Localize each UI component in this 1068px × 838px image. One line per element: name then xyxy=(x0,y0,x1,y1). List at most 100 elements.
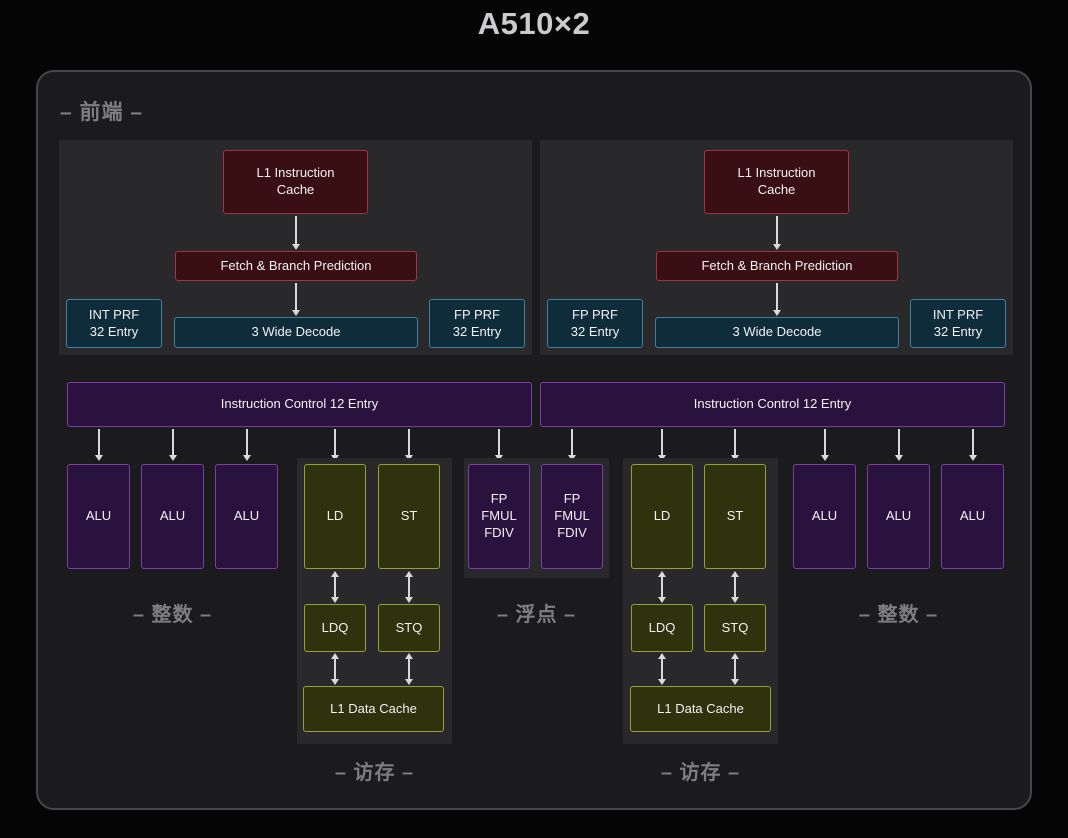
int-prf-label: 32 Entry xyxy=(89,323,139,339)
alu-label: ALU xyxy=(811,508,838,524)
ld-unit-left: LD xyxy=(304,464,366,569)
bidirectional-arrow xyxy=(334,659,336,679)
fp-prf-left: FP PRF 32 Entry xyxy=(429,299,525,348)
integer-section-label-left: – 整数 – xyxy=(132,604,213,626)
fp-pipe-label: FMUL xyxy=(481,508,517,524)
bidirectional-arrow xyxy=(661,577,663,597)
l1-dcache-right: L1 Data Cache xyxy=(630,686,771,732)
st-unit-right: ST xyxy=(704,464,766,569)
fp-prf-label: FP PRF xyxy=(572,306,618,322)
stq-right: STQ xyxy=(704,604,766,652)
down-arrow xyxy=(571,429,573,455)
fp-pipe-label: FP xyxy=(490,491,508,507)
bidirectional-arrow xyxy=(408,577,410,597)
stq-left: STQ xyxy=(378,604,440,652)
ld-unit-right: LD xyxy=(631,464,693,569)
ldq-label: LDQ xyxy=(648,619,676,635)
integer-section-label-right: – 整数 – xyxy=(858,604,939,626)
decode-right: 3 Wide Decode xyxy=(655,317,899,348)
fp-prf-right: FP PRF 32 Entry xyxy=(547,299,643,348)
decode-label: 3 Wide Decode xyxy=(251,324,341,340)
down-arrow xyxy=(98,429,100,455)
memory-section-label-right: – 访存 – xyxy=(660,762,741,784)
l1-icache-right: L1 Instruction Cache xyxy=(704,150,849,214)
fp-pipe-2: FP FMUL FDIV xyxy=(541,464,603,569)
fetch-branch-label: Fetch & Branch Prediction xyxy=(220,257,372,273)
instruction-control-label: Instruction Control 12 Entry xyxy=(693,396,852,412)
bidirectional-arrow xyxy=(661,659,663,679)
instruction-control-right: Instruction Control 12 Entry xyxy=(540,382,1005,427)
l1-dcache-label: L1 Data Cache xyxy=(330,700,417,716)
alu-left-2: ALU xyxy=(141,464,204,569)
cpu-complex-container: – 前端 – L1 Instruction Cache Fetch & Bran… xyxy=(36,70,1032,810)
stq-label: STQ xyxy=(395,619,423,635)
down-arrow xyxy=(898,429,900,455)
l1-icache-left: L1 Instruction Cache xyxy=(223,150,368,214)
down-arrow xyxy=(246,429,248,455)
bidirectional-arrow xyxy=(334,577,336,597)
ldq-left: LDQ xyxy=(304,604,366,652)
fp-pipe-label: FDIV xyxy=(557,524,587,540)
fetch-branch-label: Fetch & Branch Prediction xyxy=(701,257,853,273)
l1-dcache-label: L1 Data Cache xyxy=(657,700,744,716)
alu-right-3: ALU xyxy=(941,464,1004,569)
l1-icache-label: Cache xyxy=(276,182,315,197)
fp-pipe-label: FP xyxy=(563,491,581,507)
int-prf-label: INT PRF xyxy=(88,306,140,322)
instruction-control-label: Instruction Control 12 Entry xyxy=(220,396,379,412)
l1-dcache-left: L1 Data Cache xyxy=(303,686,444,732)
page-title: A510×2 xyxy=(477,6,591,41)
st-unit-left: ST xyxy=(378,464,440,569)
instruction-control-left: Instruction Control 12 Entry xyxy=(67,382,532,427)
decode-label: 3 Wide Decode xyxy=(732,324,822,340)
alu-left-3: ALU xyxy=(215,464,278,569)
fetch-branch-left: Fetch & Branch Prediction xyxy=(175,251,417,281)
frontend-section-label: – 前端 – xyxy=(60,101,144,124)
fp-pipe-1: FP FMUL FDIV xyxy=(468,464,530,569)
alu-label: ALU xyxy=(885,508,912,524)
bidirectional-arrow xyxy=(734,577,736,597)
stq-label: STQ xyxy=(721,619,749,635)
ld-label: LD xyxy=(653,508,671,524)
down-arrow xyxy=(776,216,778,244)
int-prf-right: INT PRF 32 Entry xyxy=(910,299,1006,348)
alu-label: ALU xyxy=(159,508,186,524)
st-label: ST xyxy=(726,508,744,524)
down-arrow xyxy=(408,429,410,455)
frontend-panel-left: L1 Instruction Cache Fetch & Branch Pred… xyxy=(59,140,532,355)
bidirectional-arrow xyxy=(408,659,410,679)
frontend-panel-right: L1 Instruction Cache Fetch & Branch Pred… xyxy=(540,140,1013,355)
down-arrow xyxy=(972,429,974,455)
down-arrow xyxy=(498,429,500,455)
fp-pipe-label: FDIV xyxy=(484,524,514,540)
memory-section-label-left: – 访存 – xyxy=(334,762,415,784)
down-arrow xyxy=(776,283,778,310)
ld-label: LD xyxy=(326,508,344,524)
alu-right-1: ALU xyxy=(793,464,856,569)
int-prf-label: 32 Entry xyxy=(933,323,983,339)
alu-label: ALU xyxy=(233,508,260,524)
l1-icache-label: Cache xyxy=(757,182,796,197)
l1-icache-label: L1 Instruction xyxy=(737,165,816,181)
alu-left-1: ALU xyxy=(67,464,130,569)
fp-prf-label: 32 Entry xyxy=(452,323,502,339)
down-arrow xyxy=(295,283,297,310)
ldq-label: LDQ xyxy=(321,619,349,635)
int-prf-left: INT PRF 32 Entry xyxy=(66,299,162,348)
down-arrow xyxy=(661,429,663,455)
down-arrow xyxy=(734,429,736,455)
alu-label: ALU xyxy=(85,508,112,524)
int-prf-label: INT PRF xyxy=(932,306,984,322)
l1-icache-label: L1 Instruction xyxy=(256,165,335,181)
fp-prf-label: 32 Entry xyxy=(570,323,620,339)
alu-label: ALU xyxy=(959,508,986,524)
down-arrow xyxy=(334,429,336,455)
fetch-branch-right: Fetch & Branch Prediction xyxy=(656,251,898,281)
decode-left: 3 Wide Decode xyxy=(174,317,418,348)
down-arrow xyxy=(172,429,174,455)
fp-prf-label: FP PRF xyxy=(454,306,500,322)
fp-pipe-label: FMUL xyxy=(554,508,590,524)
st-label: ST xyxy=(400,508,418,524)
alu-right-2: ALU xyxy=(867,464,930,569)
